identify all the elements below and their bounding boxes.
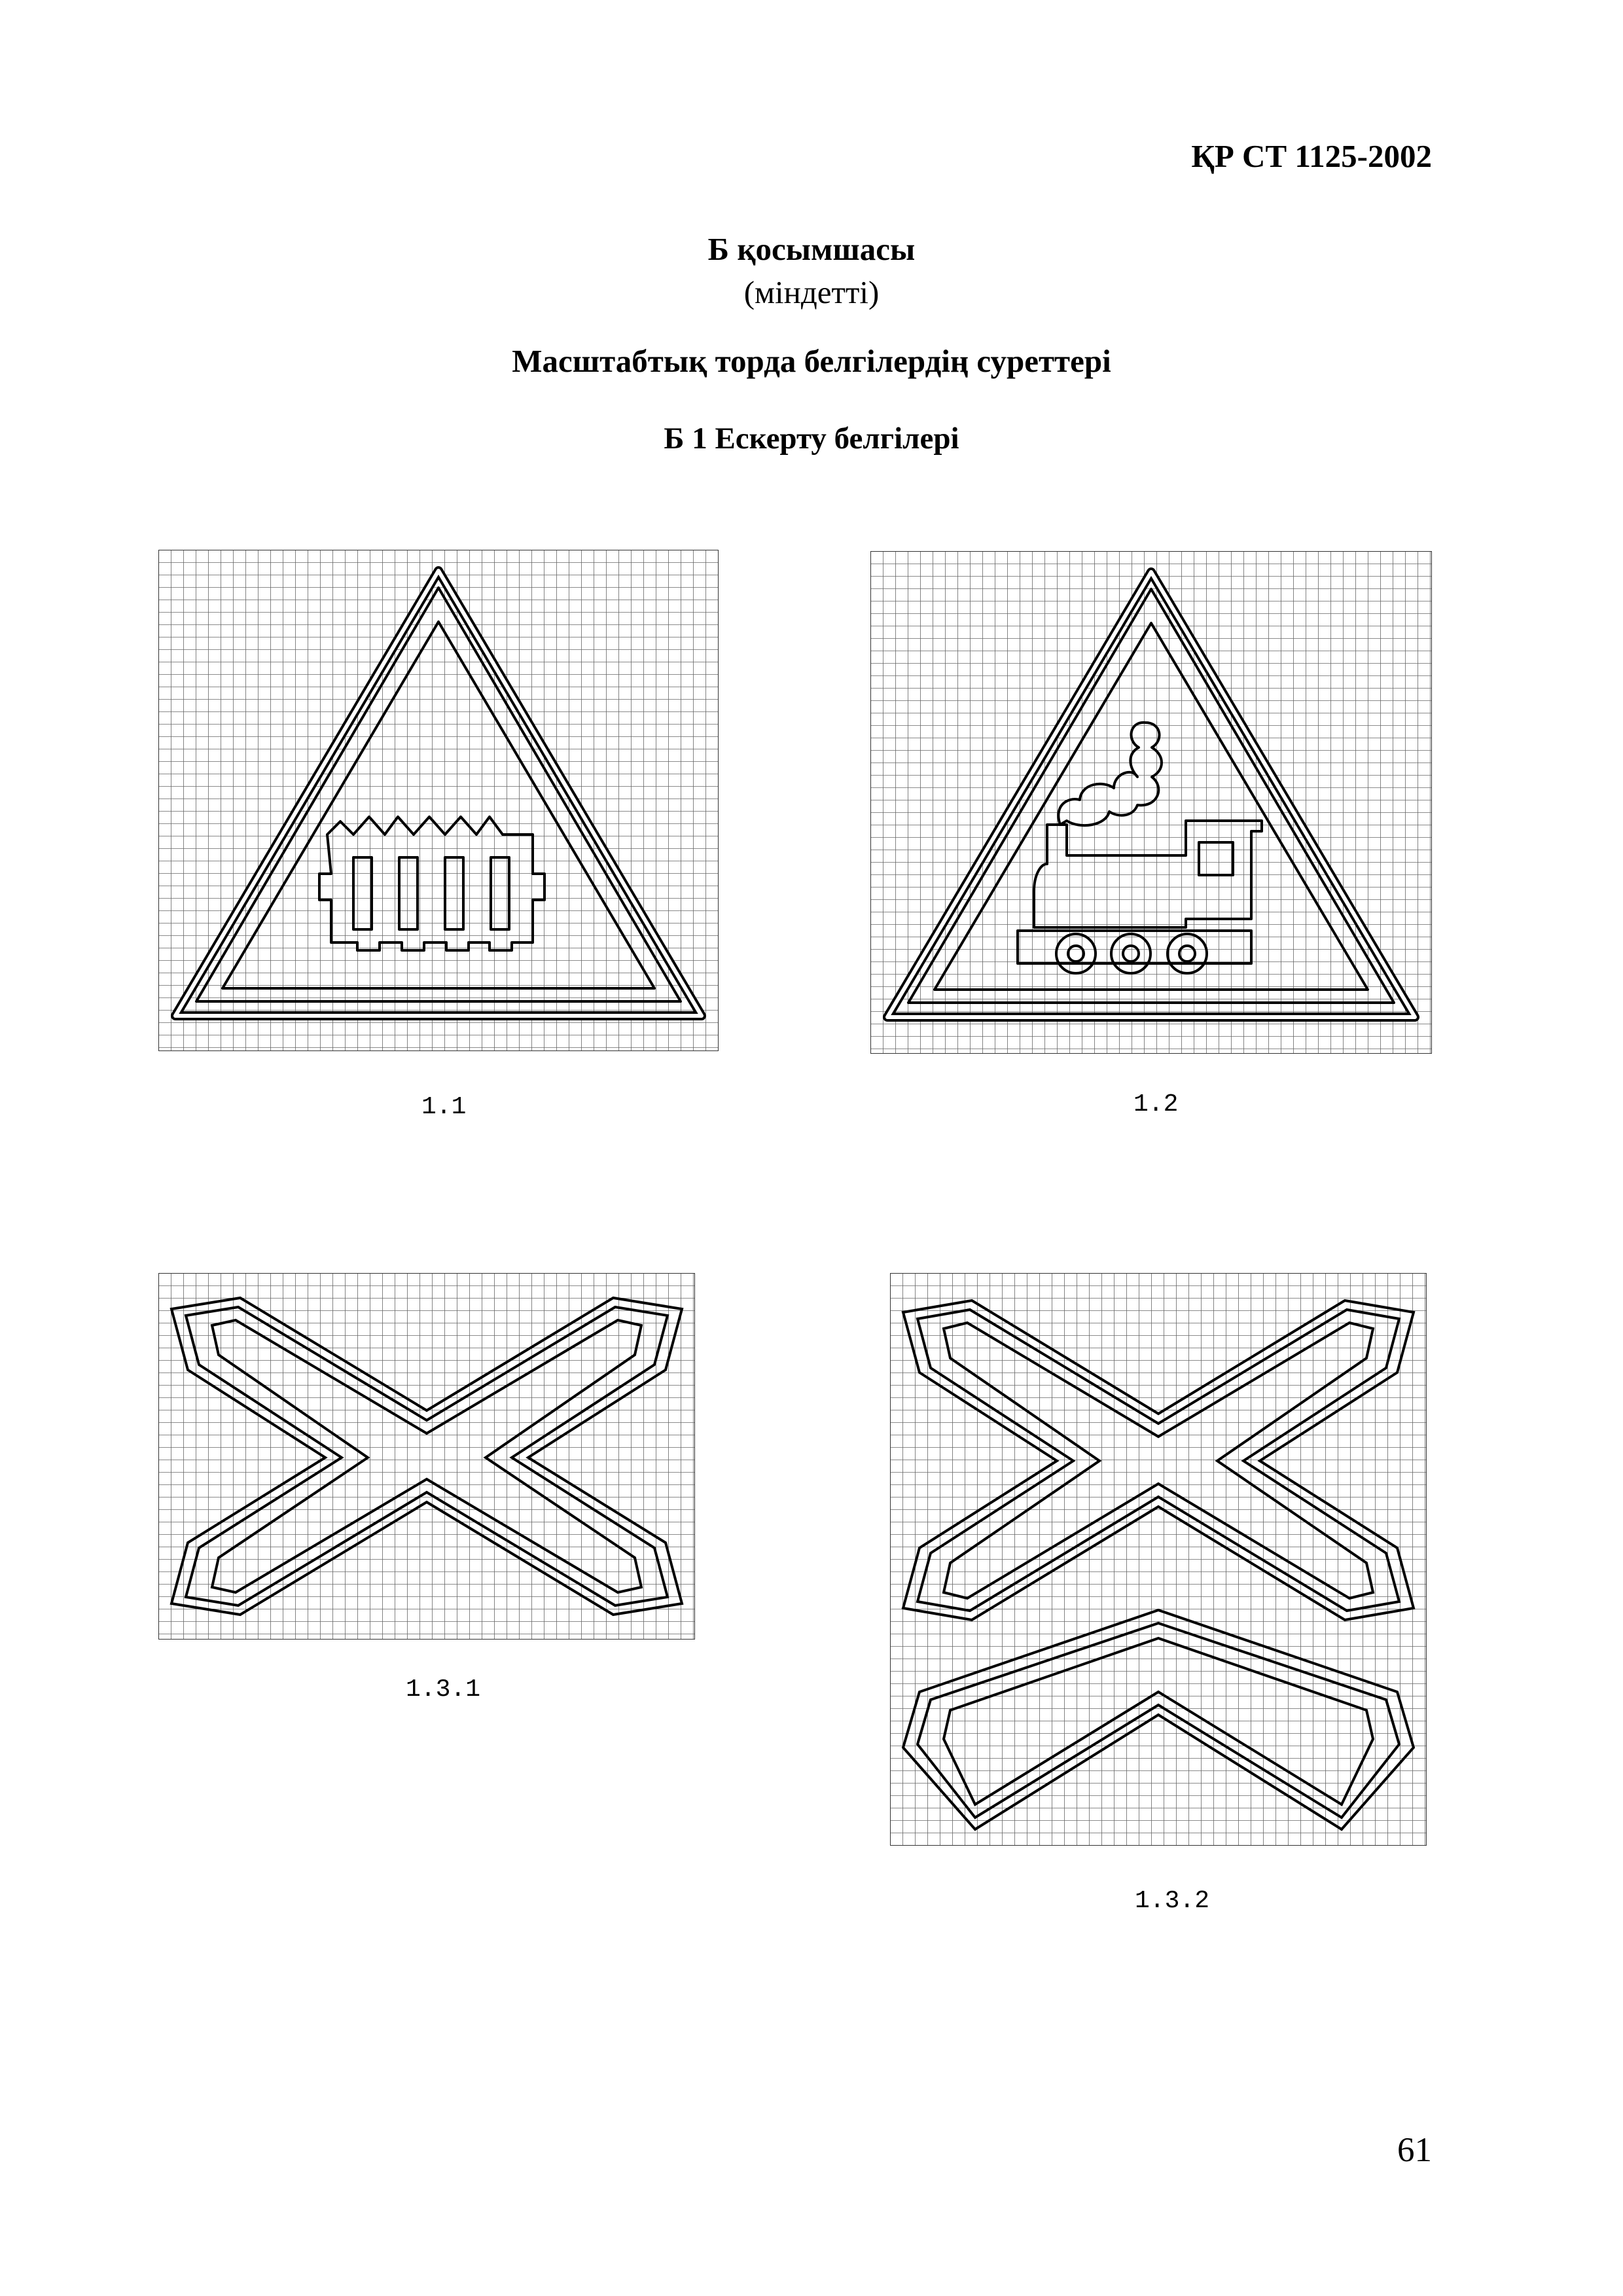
figure-caption-1-3-2: 1.3.2: [1135, 1887, 1210, 1915]
figure-1-1: [158, 550, 719, 1051]
annex-title: Б қосымшасы: [707, 231, 916, 267]
triangle-inner-border: [221, 620, 656, 990]
figure-1-3-1: [158, 1273, 695, 1640]
sign-1-2-drawing: [870, 551, 1432, 1054]
fence-slat-4: [490, 856, 510, 931]
figure-1-2: [870, 551, 1432, 1054]
barrier-fence-icon: [318, 816, 546, 952]
wheel-3-icon: [1166, 933, 1208, 975]
cross-icon: [169, 1296, 684, 1617]
locomotive-body-icon: [1033, 819, 1263, 929]
fence-slat-3: [444, 856, 465, 931]
wheel-1-icon: [1055, 933, 1097, 975]
cross-icon: [901, 1299, 1416, 1622]
section-title: Масштабтық торда белгілердің суреттері: [512, 343, 1111, 379]
locomotive-cab-window: [1198, 841, 1234, 876]
document-code: ҚР СТ 1125-2002: [1191, 138, 1432, 174]
fence-slat-1: [352, 856, 373, 931]
sign-1-3-1-drawing: [158, 1273, 695, 1640]
subsection-title: Б 1 Ескерту белгілері: [664, 422, 959, 456]
chevron-icon: [901, 1608, 1416, 1831]
steam-smoke-icon: [1057, 721, 1163, 827]
sign-1-1-drawing: [158, 550, 719, 1051]
triangle-middle-border: [907, 588, 1395, 1004]
sign-1-3-2-drawing: [890, 1273, 1427, 1846]
annex-status: (міндетті): [743, 274, 880, 310]
figure-caption-1-3-1: 1.3.1: [406, 1676, 481, 1704]
locomotive-chassis: [1016, 929, 1253, 965]
figure-caption-1-1: 1.1: [421, 1093, 467, 1121]
triangle-middle-border: [195, 586, 682, 1003]
page-number: 61: [1397, 2131, 1432, 2169]
figure-caption-1-2: 1.2: [1133, 1090, 1179, 1119]
triangle-inner-border: [933, 622, 1369, 991]
wheel-2-icon: [1110, 933, 1152, 975]
figure-1-3-2: [890, 1273, 1427, 1846]
fence-slat-2: [398, 856, 419, 931]
